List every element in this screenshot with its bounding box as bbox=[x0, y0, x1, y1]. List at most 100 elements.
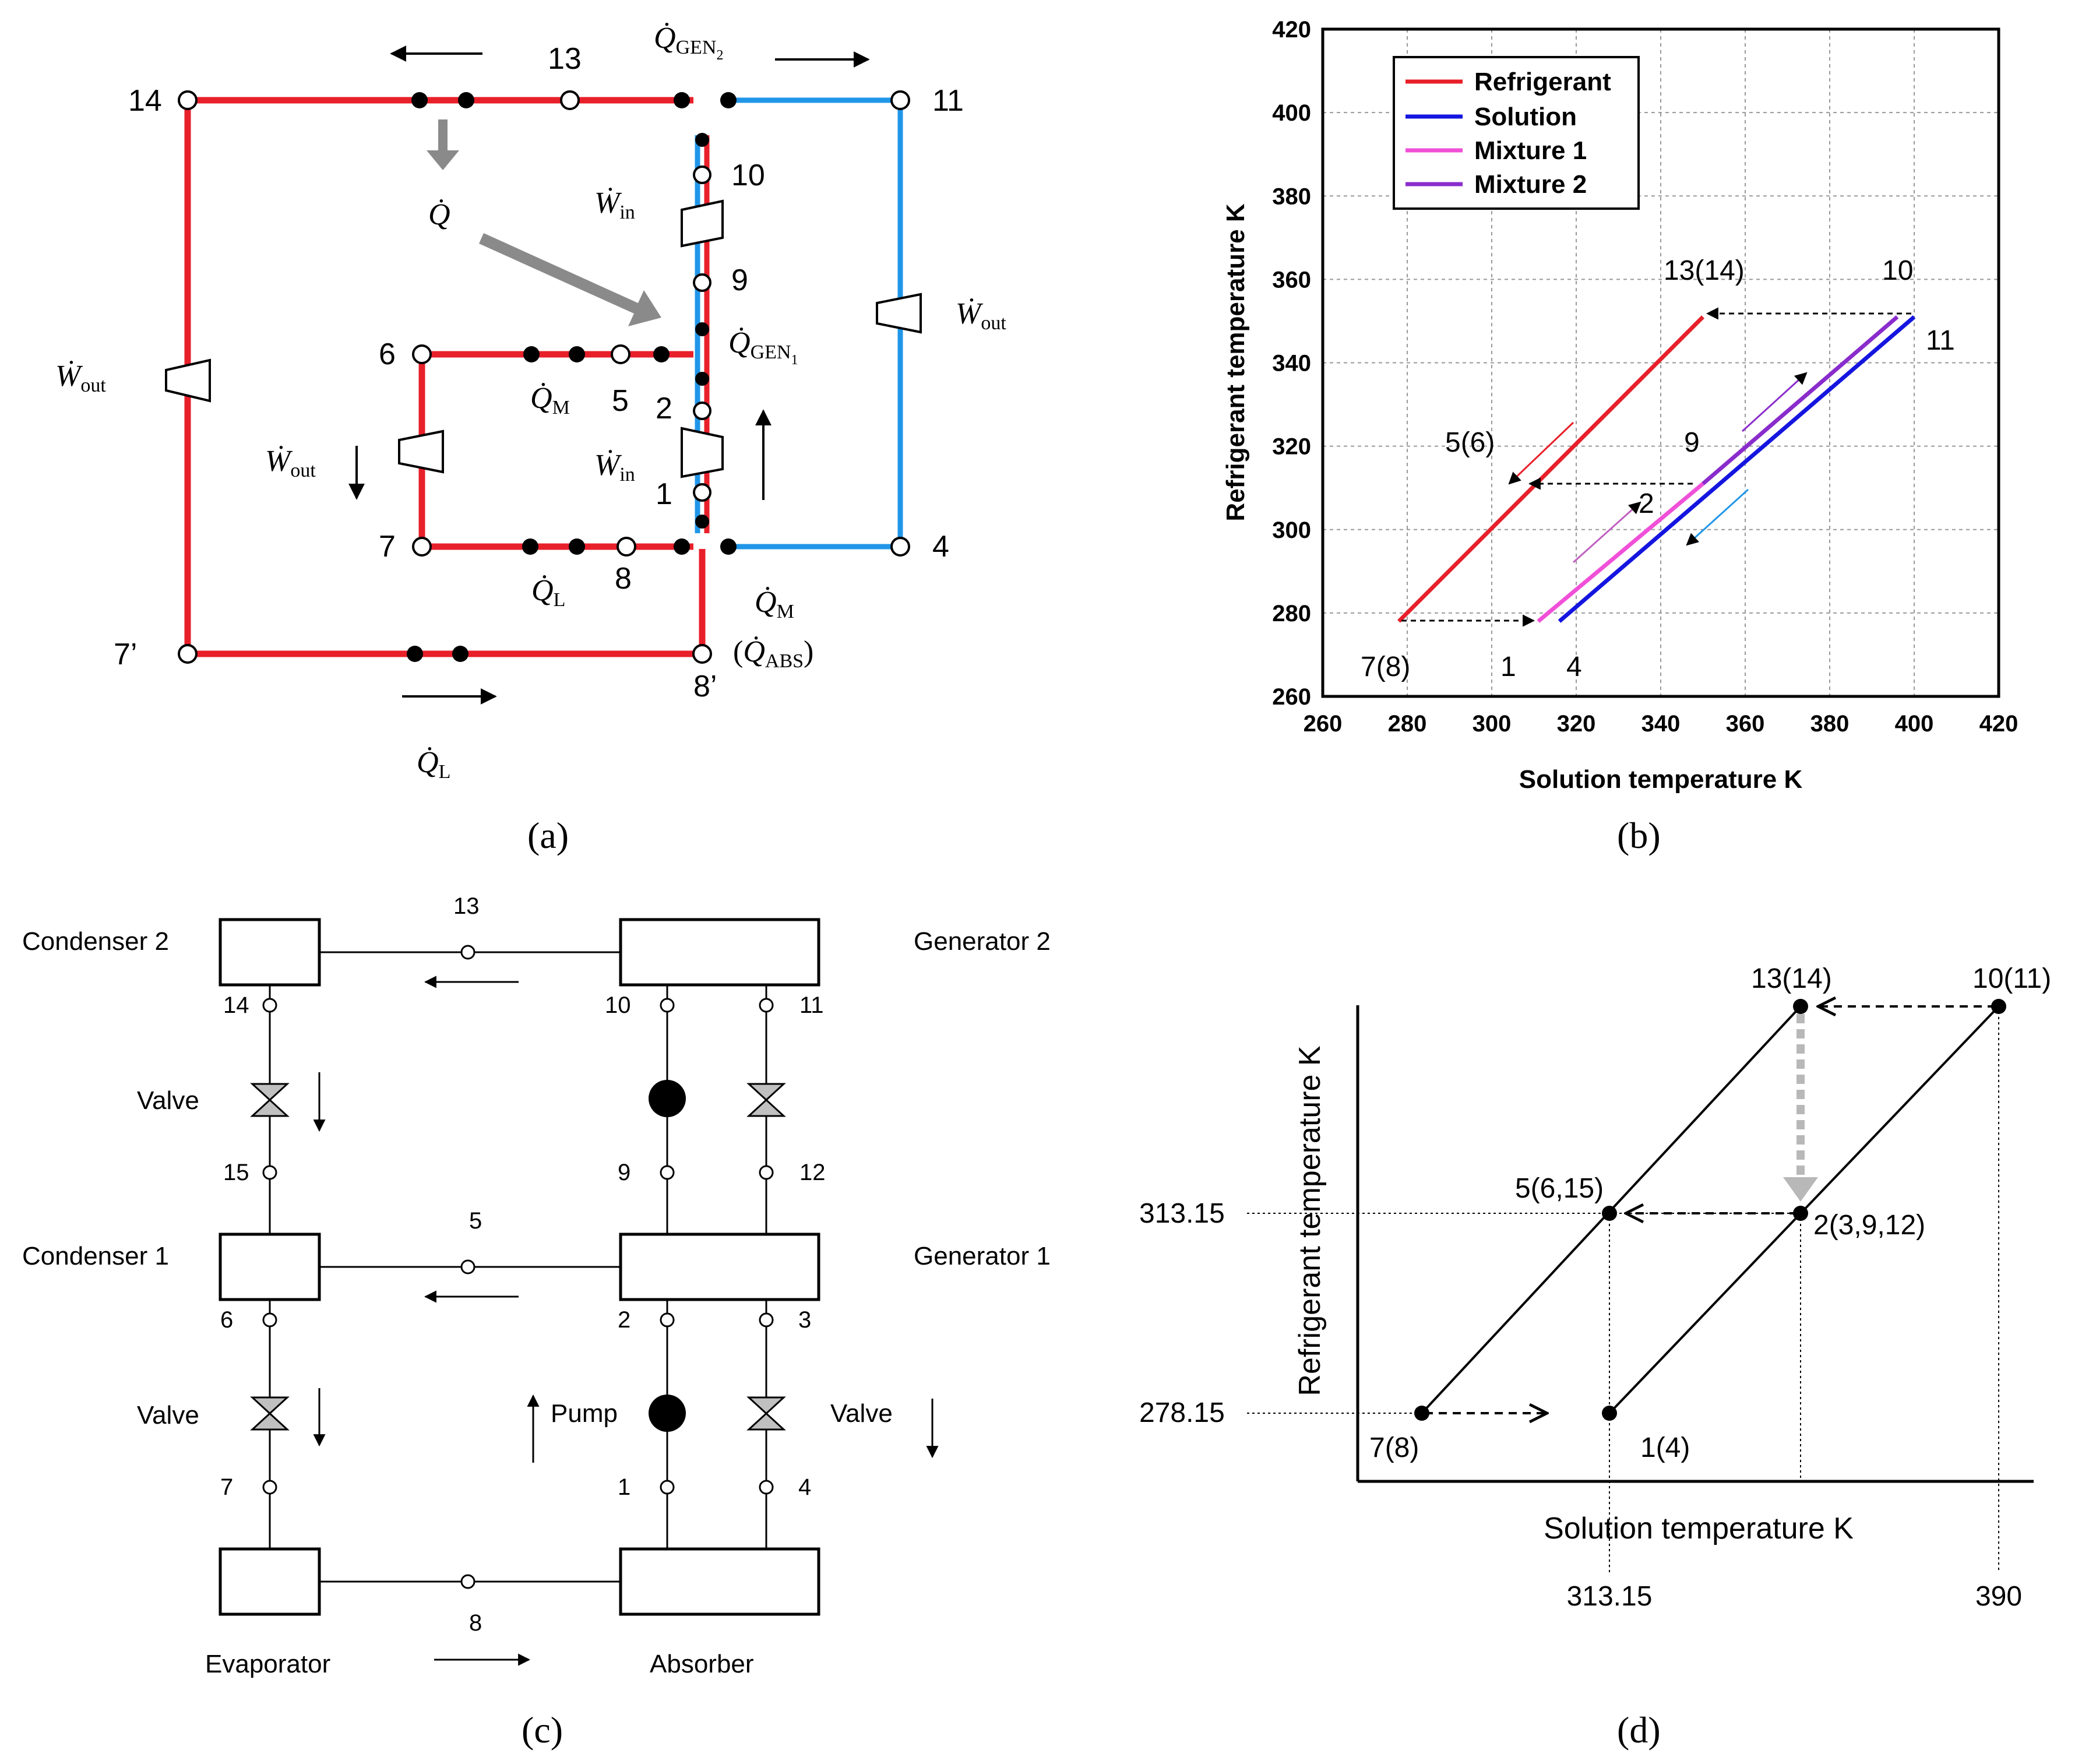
c-label-generator1: Generator 1 bbox=[914, 1242, 1051, 1270]
b-y-tick-label: 400 bbox=[1272, 100, 1311, 126]
c-condenser2-box bbox=[219, 918, 321, 987]
c-component-boxes bbox=[219, 918, 820, 1616]
b-legend-label-solution: Solution bbox=[1474, 103, 1577, 131]
a-node-7: 7 bbox=[379, 530, 396, 564]
panel-a-machines bbox=[165, 199, 922, 478]
w-out-label-mid: Ẇout bbox=[265, 445, 316, 481]
b-legend: Refrigerant Solution Mixture 1 Mixture 2 bbox=[1393, 56, 1640, 210]
b-annotations: 13(14) 10 11 5(6) 9 2 7(8) 1 4 bbox=[1361, 255, 1955, 682]
panel-a-state-points bbox=[178, 90, 910, 664]
turbine-right-icon bbox=[876, 293, 922, 334]
q-down-arrow bbox=[427, 119, 459, 170]
c-label-evaporator: Evaporator bbox=[205, 1650, 330, 1678]
caption-b: (b) bbox=[1617, 815, 1661, 856]
caption-d: (d) bbox=[1617, 1709, 1661, 1751]
c-node-11: 11 bbox=[799, 992, 824, 1018]
c-node-7: 7 bbox=[220, 1474, 233, 1500]
b-x-tick-label: 420 bbox=[1979, 711, 2018, 737]
b-arrow-mixture1 bbox=[1572, 501, 1641, 564]
panel-a-flow-diagram: 14 13 11 10 9 6 5 2 1 7 8 4 7’ 8’ Q̇GEN2… bbox=[55, 22, 1006, 856]
c-node-2: 2 bbox=[618, 1307, 630, 1333]
c-node-14: 14 bbox=[223, 992, 249, 1018]
d-state-points bbox=[1414, 999, 2006, 1421]
q-m-label-bottom: Q̇M bbox=[755, 586, 794, 622]
a-node-7prime: 7’ bbox=[114, 638, 137, 671]
a-node-8prime: 8’ bbox=[693, 670, 717, 703]
c-label-valve-right: Valve bbox=[830, 1399, 893, 1428]
w-in-label-upper: Ẇin bbox=[594, 186, 635, 223]
c-condenser1-box bbox=[219, 1233, 321, 1301]
b-y-tick-label: 260 bbox=[1272, 684, 1311, 710]
d-point-labels: 13(14) 10(11) 5(6,15) 2(3,9,12) 7(8) 1(4… bbox=[1369, 963, 2051, 1463]
d-label-7-8: 7(8) bbox=[1369, 1432, 1419, 1463]
a-node-14: 14 bbox=[128, 84, 162, 118]
c-state-points bbox=[262, 945, 774, 1589]
b-x-tick-label: 300 bbox=[1473, 711, 1512, 737]
d-label-5-6-15: 5(6,15) bbox=[1515, 1173, 1604, 1204]
c-node-9: 9 bbox=[618, 1160, 630, 1185]
d-axes bbox=[1356, 1005, 2034, 1483]
b-y-tick-label: 320 bbox=[1272, 434, 1311, 460]
a-node-8: 8 bbox=[615, 562, 632, 596]
d-xtick-313: 313.15 bbox=[1567, 1581, 1653, 1612]
b-x-tick-label: 260 bbox=[1304, 711, 1343, 737]
d-grey-drop-arrow bbox=[1783, 1014, 1818, 1202]
q-l-label-bottom: Q̇L bbox=[417, 746, 450, 783]
c-valve-6-7-icon bbox=[250, 1396, 290, 1431]
c-node-labels: 13 14 15 10 9 11 12 5 6 7 2 1 3 4 8 bbox=[220, 893, 826, 1636]
b-y-tick-label: 300 bbox=[1272, 517, 1311, 543]
c-component-labels: Condenser 2 Generator 2 Condenser 1 Gene… bbox=[22, 927, 1051, 1678]
b-annot-1: 1 bbox=[1500, 652, 1516, 682]
d-xtick-390: 390 bbox=[1975, 1581, 2022, 1612]
q-diagonal-arrow bbox=[479, 233, 661, 326]
c-node-10: 10 bbox=[605, 992, 631, 1018]
c-node-3: 3 bbox=[798, 1307, 811, 1333]
b-plot-frame bbox=[1321, 27, 2000, 698]
panel-a-node-labels: 14 13 11 10 9 6 5 2 1 7 8 4 7’ 8’ bbox=[114, 42, 964, 703]
d-ytick-313: 313.15 bbox=[1139, 1198, 1225, 1229]
c-node-8: 8 bbox=[469, 1610, 482, 1636]
panel-d-chart: 13(14) 10(11) 5(6,15) 2(3,9,12) 7(8) 1(4… bbox=[1139, 963, 2051, 1751]
b-dashed-connectors bbox=[1401, 307, 1911, 627]
w-out-label-left: Ẇout bbox=[55, 360, 106, 396]
d-tick-labels: 313.15 278.15 313.15 390 bbox=[1139, 1198, 2022, 1612]
pump-in-upper-icon bbox=[681, 199, 724, 248]
a-node-9: 9 bbox=[731, 263, 748, 297]
a-node-1: 1 bbox=[656, 477, 672, 511]
d-label-13-14: 13(14) bbox=[1751, 963, 1832, 994]
b-y-axis-label: Refrigerant temperature K bbox=[1221, 203, 1250, 521]
c-label-condenser1: Condenser 1 bbox=[22, 1242, 169, 1270]
pump-in-lower-icon bbox=[681, 427, 724, 478]
c-generator2-box bbox=[619, 918, 820, 987]
b-legend-label-refrigerant: Refrigerant bbox=[1474, 68, 1611, 96]
a-node-2: 2 bbox=[656, 392, 672, 425]
c-absorber-box bbox=[619, 1547, 820, 1616]
a-node-10: 10 bbox=[731, 159, 765, 192]
c-label-valve-top: Valve bbox=[137, 1086, 199, 1115]
q-l-label-mid: Q̇L bbox=[531, 574, 565, 611]
b-y-tick-label: 360 bbox=[1272, 267, 1311, 293]
a-node-13: 13 bbox=[548, 42, 582, 76]
c-label-absorber: Absorber bbox=[650, 1650, 754, 1678]
c-valve-14-15-icon bbox=[250, 1083, 290, 1117]
b-arrow-solution bbox=[1686, 488, 1749, 546]
d-x-axis-label: Solution temperature K bbox=[1544, 1512, 1854, 1545]
c-node-15: 15 bbox=[223, 1160, 249, 1185]
c-evaporator-box bbox=[219, 1547, 321, 1616]
b-x-tick-label: 380 bbox=[1810, 711, 1850, 737]
b-x-tick-label: 360 bbox=[1726, 711, 1765, 737]
c-label-valve-bottom: Valve bbox=[137, 1401, 199, 1429]
a-node-4: 4 bbox=[932, 530, 949, 564]
turbine-left-icon bbox=[165, 358, 211, 403]
d-y-axis-label: Refrigerant temperature K bbox=[1293, 1045, 1327, 1396]
q-gen1-label: Q̇GEN1 bbox=[728, 326, 798, 368]
b-annot-7-8: 7(8) bbox=[1361, 652, 1410, 682]
c-pumps bbox=[649, 1080, 686, 1432]
q-abs-label: (Q̇ABS) bbox=[733, 635, 813, 672]
b-annot-5-6: 5(6) bbox=[1445, 427, 1495, 458]
panel-a-heat-arrows bbox=[427, 119, 661, 326]
